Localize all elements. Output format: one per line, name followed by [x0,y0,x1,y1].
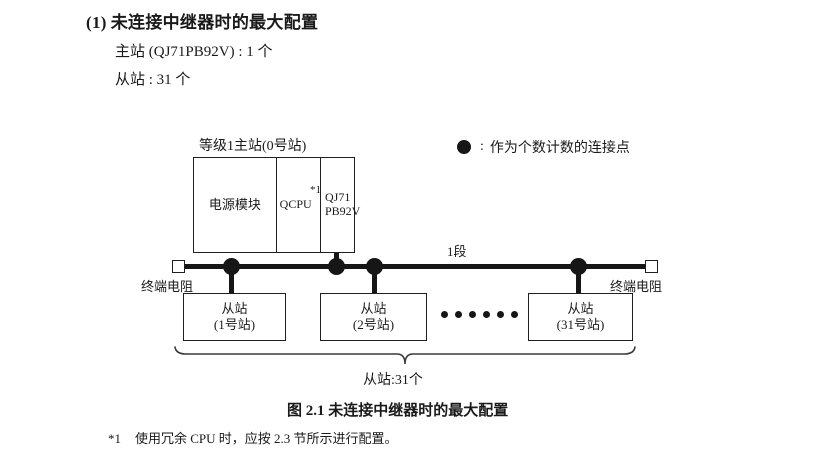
ellipsis-dot-icon [511,311,518,318]
qcpu-footnote-mark: *1 [310,184,321,196]
slave-2-drop-line [372,266,377,294]
legend: : 作为个数计数的连接点 [457,137,630,157]
slave-31-drop-line [576,266,581,294]
ellipsis-dot-icon [455,311,462,318]
power-supply-module-cell: 电源模块 [194,158,277,252]
ellipsis-dot-icon [497,311,504,318]
slave-group-brace-label: 从站:31个 [363,373,423,388]
terminal-resistor-right-label: 终端电阻 [610,279,663,294]
slave-stations-ellipsis [441,311,518,318]
slave-station-box-2: 从站 (2号站) [320,293,427,341]
terminal-resistor-left-symbol [172,260,185,273]
figure-caption: 图 2.1 未连接中继器时的最大配置 [287,403,509,419]
footnote-text: 使用冗余 CPU 时，应按 2.3 节所示进行配置。 [135,431,398,446]
power-supply-module-label: 电源模块 [208,196,261,212]
slave-31-line1: 从站 [567,300,594,316]
section-heading: (1)未连接中继器时的最大配置 [86,8,318,33]
ellipsis-dot-icon [483,311,490,318]
legend-label: 作为个数计数的连接点 [489,141,630,156]
section-number: (1) [86,13,107,32]
slave-2-line1: 从站 [360,300,387,316]
slave-group-brace [174,346,636,365]
ellipsis-dot-icon [441,311,448,318]
slave-31-line2: (31号站) [556,317,605,332]
slave-2-line2: (2号站) [352,317,395,332]
slave-1-line2: (1号站) [213,317,256,332]
qcpu-module-cell: QCPU *1 [277,158,321,252]
slave-station-box-1: 从站 (1号站) [183,293,286,341]
spec-line-master: 主站 (QJ71PB92V) : 1 个 [115,44,273,60]
slave-1-drop-line [229,266,234,294]
qj71pb92v-line2: PB92V [325,204,361,218]
footnote: *1 使用冗余 CPU 时，应按 2.3 节所示进行配置。 [108,428,398,447]
qj71pb92v-line1: QJ71 [325,190,351,205]
section-title: 未连接中继器时的最大配置 [110,13,319,32]
terminal-resistor-right-symbol [645,260,658,273]
connection-point-dot-icon [457,140,471,154]
terminal-resistor-left-label: 终端电阻 [141,279,194,294]
qcpu-module-label: QCPU [279,197,312,212]
master-station-caption: 等级1主站(0号站) [199,139,307,154]
footnote-mark: *1 [108,431,121,446]
connection-dot-master [328,258,345,275]
slave-station-box-31: 从站 (31号站) [528,293,633,341]
slave-1-line1: 从站 [221,300,248,316]
legend-separator: : [480,139,484,154]
spec-line-slave: 从站 : 31 个 [115,72,191,88]
network-bus-line [178,264,650,269]
ellipsis-dot-icon [469,311,476,318]
bus-segment-label: 1段 [447,244,467,259]
